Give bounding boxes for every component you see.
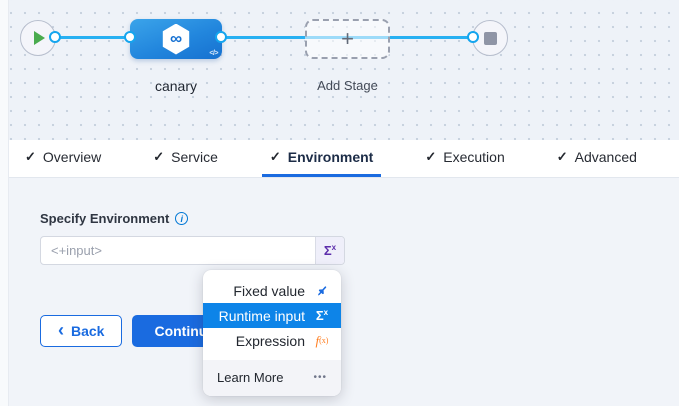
field-label: Specify Environment xyxy=(40,211,170,226)
connector-dot xyxy=(49,31,61,43)
footer-button-row: ‹ Back Continue xyxy=(40,315,238,347)
code-icon: </> xyxy=(209,50,218,57)
pin-icon xyxy=(313,284,331,298)
environment-tab-panel: Specify Environment i Σx ‹ Back Continue… xyxy=(0,178,679,406)
tab-label: Environment xyxy=(287,149,374,165)
tab-overview[interactable]: ✓ Overview xyxy=(17,140,109,177)
tab-label: Service xyxy=(171,149,218,165)
menu-item-expression[interactable]: Expression f(x) xyxy=(203,328,341,353)
stage-config-tabbar: ✓ Overview ✓ Service ✓ Environment ✓ Exe… xyxy=(0,140,679,178)
stop-icon xyxy=(483,31,497,45)
expression-fx-icon: f(x) xyxy=(315,332,329,348)
back-button[interactable]: ‹ Back xyxy=(40,315,123,347)
add-stage-label: Add Stage xyxy=(317,78,378,93)
environment-input[interactable] xyxy=(41,237,315,264)
add-stage-button[interactable]: + xyxy=(305,19,390,59)
learn-more-row[interactable]: Learn More ••• xyxy=(203,360,341,396)
connector-dot xyxy=(124,31,136,43)
tab-execution[interactable]: ✓ Execution xyxy=(417,140,512,177)
check-icon: ✓ xyxy=(269,149,281,164)
more-options-icon[interactable]: ••• xyxy=(313,372,327,383)
menu-item-fixed-value[interactable]: Fixed value xyxy=(203,278,341,303)
tab-label: Overview xyxy=(42,149,102,165)
tab-advanced[interactable]: ✓ Advanced xyxy=(549,140,645,177)
pipeline-canvas[interactable]: ∞ </> + canary Add Stage xyxy=(0,0,679,140)
tab-service[interactable]: ✓ Service xyxy=(145,140,226,177)
stage-node-canary[interactable]: ∞ </> xyxy=(130,19,222,59)
stage-name-label: canary xyxy=(154,78,198,94)
deploy-hexagon-icon: ∞ xyxy=(162,23,190,55)
cd-infinity-icon: ∞ xyxy=(169,29,183,48)
check-icon: ✓ xyxy=(556,149,568,164)
panel-left-edge xyxy=(0,0,9,406)
tab-label: Execution xyxy=(443,149,505,165)
specify-environment-label-row: Specify Environment i xyxy=(40,211,189,226)
connector-dot xyxy=(467,31,479,43)
info-icon[interactable]: i xyxy=(175,212,189,225)
pipeline-flow-line xyxy=(38,36,490,39)
chevron-left-icon: ‹ xyxy=(58,320,64,340)
connector-dot xyxy=(215,31,227,43)
plus-icon: + xyxy=(341,26,354,51)
check-icon: ✓ xyxy=(425,149,437,164)
check-icon: ✓ xyxy=(153,149,165,164)
tab-environment[interactable]: ✓ Environment xyxy=(261,140,382,177)
tab-label: Advanced xyxy=(574,149,637,165)
learn-more-label: Learn More xyxy=(217,370,284,385)
check-icon: ✓ xyxy=(25,149,36,164)
environment-input-group: Σx xyxy=(40,236,345,265)
play-icon xyxy=(34,31,45,45)
